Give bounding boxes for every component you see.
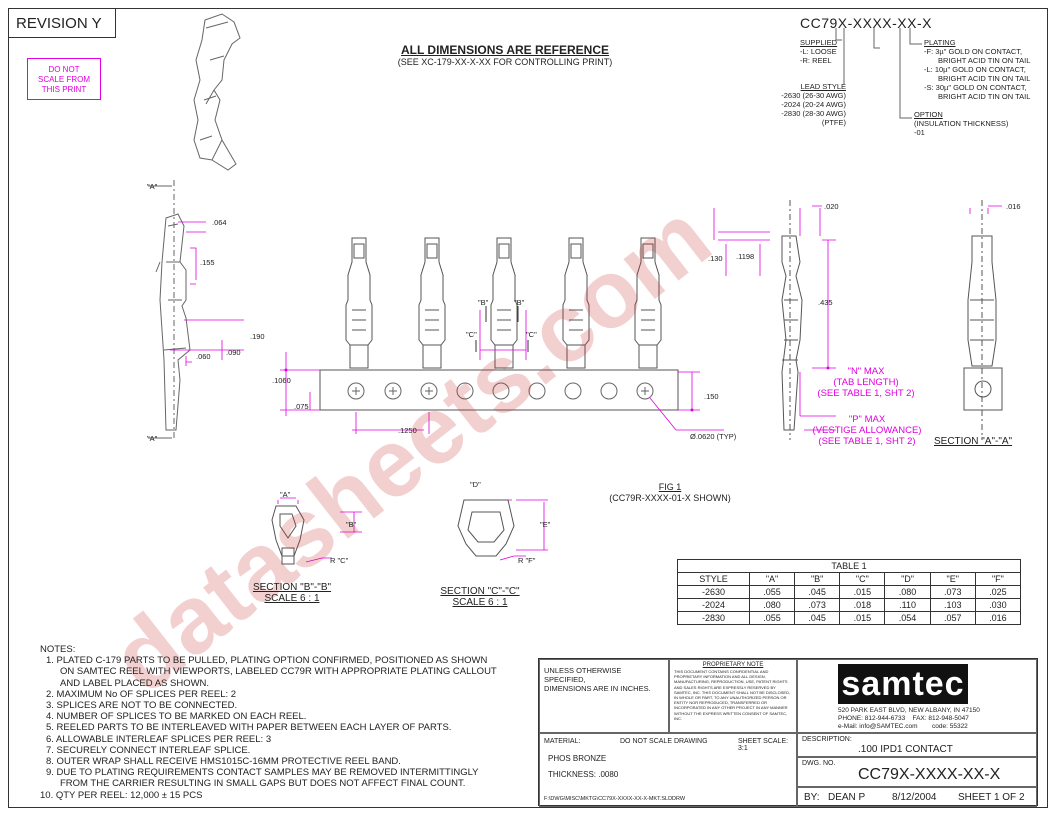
dim-1198: .1198 xyxy=(736,252,755,261)
cut-mark-a-bottom: "A" xyxy=(147,434,158,443)
note-line: 5. REELED PARTS TO BE INTERLEAVED WITH P… xyxy=(46,722,452,734)
cut-mark-c-left: "C" xyxy=(466,330,477,339)
dim-064: .064 xyxy=(212,218,227,227)
dim-1250: .1250 xyxy=(398,426,417,435)
cut-mark-c-right: "C" xyxy=(526,330,537,339)
description-cell: DESCRIPTION: .100 IPD1 CONTACT xyxy=(797,733,1037,757)
dim-190: .190 xyxy=(250,332,265,341)
note-line: 9. DUE TO PLATING REQUIREMENTS CONTACT S… xyxy=(46,767,479,779)
samtec-logo: samtec xyxy=(838,664,968,704)
cut-mark-b-right: "B" xyxy=(514,298,525,307)
cut-mark-a-top: "A" xyxy=(147,182,158,191)
company-cell: samtec 520 PARK EAST BLVD, NEW ALBANY, I… xyxy=(797,659,1037,733)
part-number-code: CC79X-XXXX-XX-X xyxy=(800,15,932,31)
note-line: 1. PLATED C-179 PARTS TO BE PULLED, PLAT… xyxy=(46,655,488,667)
section-bb-caption: SECTION "B"-"B" SCALE 6 : 1 xyxy=(252,582,332,604)
table-row: -2830.055.045.015.054.057.016 xyxy=(677,611,1022,625)
dim-075: .075 xyxy=(294,402,309,411)
table-row: -2630.055.045.015.080.073.025 xyxy=(677,585,1022,599)
option-callout: OPTION (INSULATION THICKNESS) -01 xyxy=(914,110,1009,137)
lead-style-callout: LEAD STYLE -2630 (26-30 AWG) -2024 (20-2… xyxy=(781,82,846,127)
revision-box: REVISION Y xyxy=(8,8,116,38)
note-line: 10. QTY PER REEL: 12,000 ± 15 PCS xyxy=(40,789,203,801)
dim-155: .155 xyxy=(200,258,215,267)
dim-1060: .1060 xyxy=(272,376,291,385)
dim-020: .020 xyxy=(824,202,839,211)
dim-130: .130 xyxy=(708,254,723,263)
note-line: 6. ALLOWABLE INTERLEAF SPLICES PER REEL:… xyxy=(46,733,272,745)
n-max-label: "N" MAX (TAB LENGTH) (SEE TABLE 1, SHT 2… xyxy=(817,366,915,399)
notes-title: NOTES: xyxy=(40,644,76,655)
section-aa-caption: SECTION "A"-"A" xyxy=(934,436,1013,447)
dim-e-label: "E" xyxy=(540,520,551,529)
dim-060: .060 xyxy=(196,352,211,361)
dim-hole-diameter: Ø.0620 (TYP) xyxy=(690,432,737,441)
title-block: UNLESS OTHERWISE SPECIFIED, DIMENSIONS A… xyxy=(538,658,1038,807)
table-header-row: STYLE "A" "B" "C" "D" "E" "F" xyxy=(677,572,1022,586)
header-title: ALL DIMENSIONS ARE REFERENCE xyxy=(400,43,610,57)
tolerance-cell: UNLESS OTHERWISE SPECIFIED, DIMENSIONS A… xyxy=(539,659,669,733)
note-line: 8. OUTER WRAP SHALL RECEIVE HMS1015C-16M… xyxy=(46,756,401,768)
note-line: AND LABEL PLACED AS SHOWN. xyxy=(60,677,210,689)
dim-a-label: "A" xyxy=(280,490,291,499)
table-1: TABLE 1 STYLE "A" "B" "C" "D" "E" "F" -2… xyxy=(677,559,1022,625)
cut-mark-b-left: "B" xyxy=(478,298,489,307)
dim-rc-label: R "C" xyxy=(330,556,349,565)
dim-rf-label: R "F" xyxy=(518,556,536,565)
plating-callout: PLATING -F: 3µ" GOLD ON CONTACT, BRIGHT … xyxy=(924,38,1031,101)
dim-435: .435 xyxy=(818,298,833,307)
notes-block: NOTES: 1. PLATED C-179 PARTS TO BE PULLE… xyxy=(40,644,520,801)
note-line: 4. NUMBER OF SPLICES TO BE MARKED ON EAC… xyxy=(46,711,307,723)
note-line: 7. SECURELY CONNECT INTERLEAF SPLICE. xyxy=(46,744,251,756)
dim-016: .016 xyxy=(1006,202,1021,211)
table-title: TABLE 1 xyxy=(677,559,1021,573)
drawing-number-cell: DWG. NO. CC79X-XXXX-XX-X xyxy=(797,757,1037,787)
note-line: ON SAMTEC REEL WITH VIEWPORTS, LABELED C… xyxy=(60,666,497,678)
drawing-header: ALL DIMENSIONS ARE REFERENCE (SEE XC-179… xyxy=(360,43,650,67)
note-line: 3. SPLICES ARE NOT TO BE CONNECTED. xyxy=(46,700,238,712)
table-row: -2024.080.073.018.110.103.030 xyxy=(677,598,1022,612)
dim-150: .150 xyxy=(704,392,719,401)
section-cc-caption: SECTION "C"-"C" SCALE 6 : 1 xyxy=(440,586,520,608)
dim-d-label: "D" xyxy=(470,480,481,489)
supplied-callout: SUPPLIED -L: LOOSE -R: REEL xyxy=(800,38,838,65)
do-not-scale-stamp: DO NOT SCALE FROM THIS PRINT xyxy=(27,58,101,100)
note-line: 2. MAXIMUM No OF SPLICES PER REEL: 2 xyxy=(46,688,237,700)
proprietary-note-cell: PROPRIETARY NOTE THIS DOCUMENT CONTAINS … xyxy=(669,659,797,733)
p-max-label: "P" MAX (VESTIGE ALLOWANCE) (SEE TABLE 1… xyxy=(812,414,922,447)
dim-b-label: "B" xyxy=(346,520,357,529)
drawing-border xyxy=(8,8,1048,808)
revision-info-cell: BY: DEAN P 8/12/2004 SHEET 1 OF 2 xyxy=(797,787,1037,807)
material-cell: MATERIAL: DO NOT SCALE DRAWING SHEET SCA… xyxy=(539,733,797,807)
dim-090: .090 xyxy=(226,348,241,357)
header-subtitle: (SEE XC-179-XX-X-XX FOR CONTROLLING PRIN… xyxy=(397,57,613,67)
note-line: FROM THE CARRIER RESULTING IN SMALL GAPS… xyxy=(60,778,466,790)
figure-caption: FIG 1 (CC79R-XXXX-01-X SHOWN) xyxy=(609,482,731,503)
